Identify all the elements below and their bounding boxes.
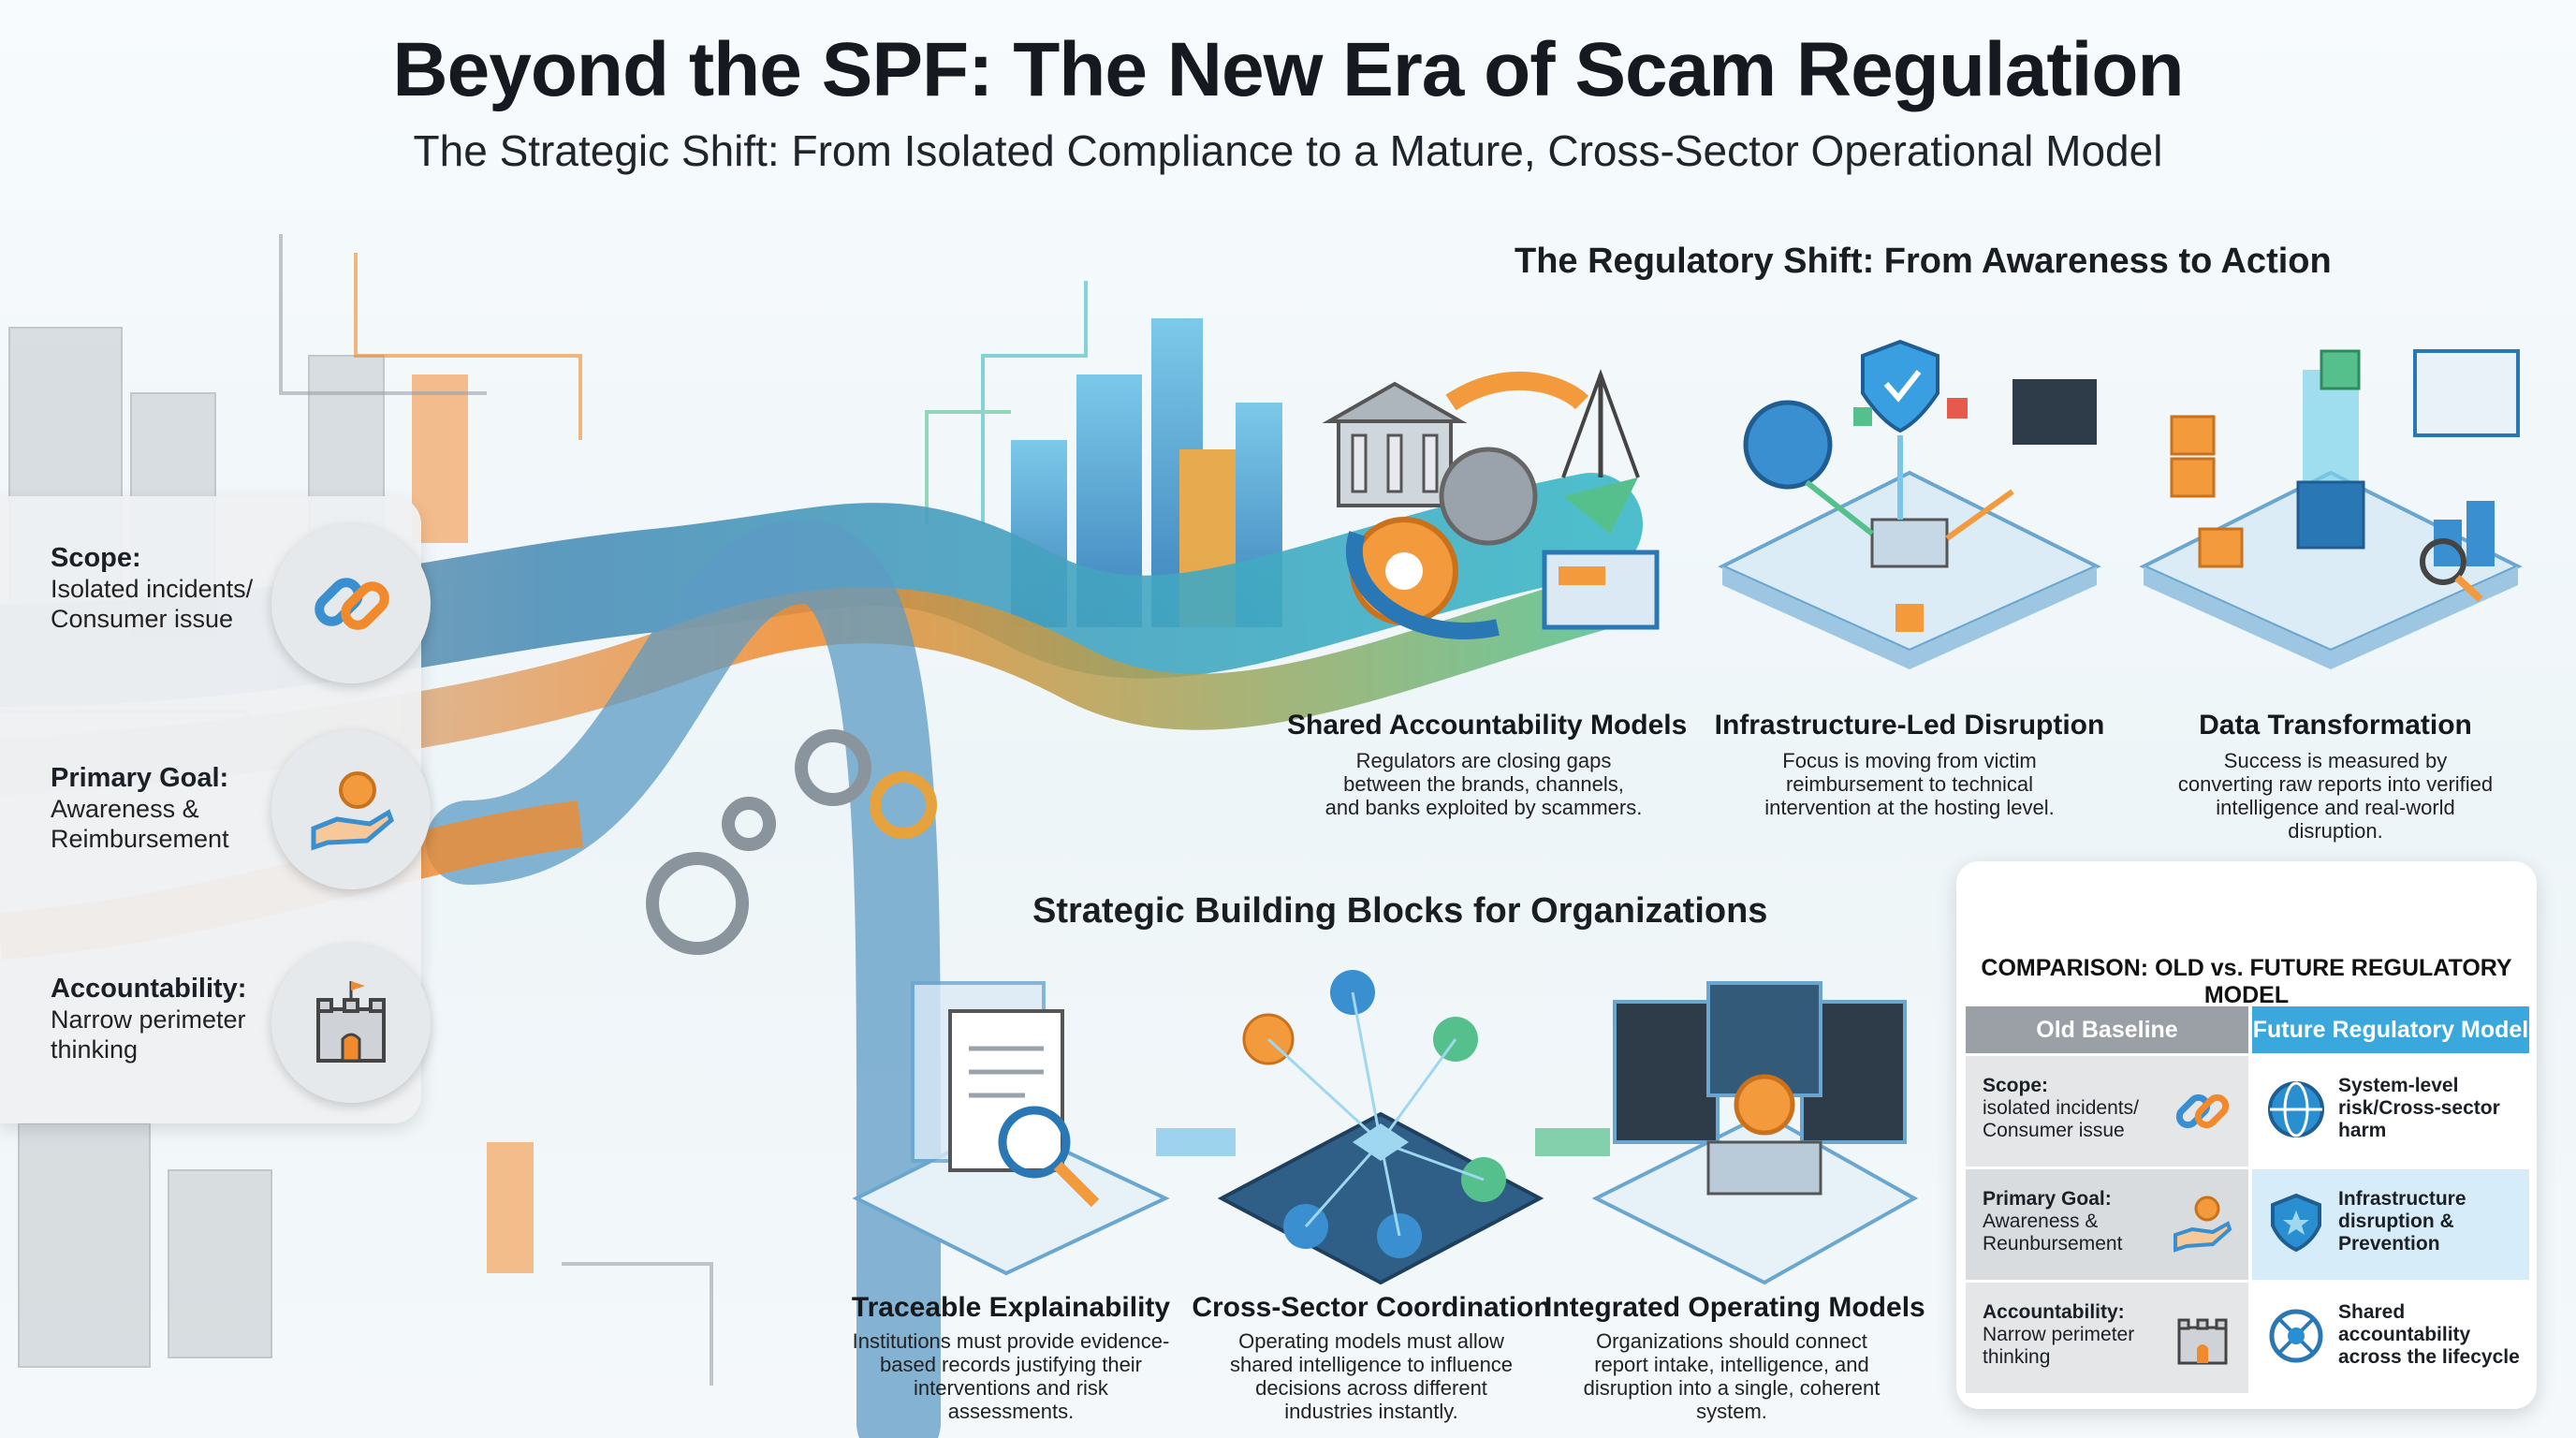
left-item-value: Isolated incidents/ Consumer issue <box>51 575 254 633</box>
new-cell-accountability: Shared accountability across the lifecyc… <box>2252 1283 2529 1393</box>
card-title: Shared Accountability Models <box>1287 710 1688 741</box>
card-title: Cross-Sector Coordination <box>1192 1292 1551 1323</box>
card-description: Organizations should connect report inta… <box>1583 1329 1881 1423</box>
left-item-label: Scope: <box>51 543 141 573</box>
old-cell-label: Primary Goal: <box>1983 1188 2112 1210</box>
chain-link-icon <box>271 524 431 683</box>
card-shared-accountability: Shared Accountability Models Regulators … <box>1287 710 1688 819</box>
card-integrated-operating-models: Integrated Operating Models Organization… <box>1544 1292 1925 1423</box>
shield-icon <box>2271 1193 2321 1253</box>
left-item-scope: Scope: Isolated incidents/ Consumer issu… <box>51 543 275 634</box>
old-cell-value: Narrow perimeter thinking <box>1983 1324 2135 1368</box>
card-description: Operating models must allow shared intel… <box>1229 1329 1514 1423</box>
card-description: Institutions must provide evidence-based… <box>852 1329 1170 1423</box>
building-blocks-heading: Strategic Building Blocks for Organizati… <box>1032 891 1768 931</box>
comparison-table: COMPARISON: OLD vs. FUTURE REGULATORY MO… <box>1956 861 2537 1409</box>
globe-icon <box>2268 1081 2324 1137</box>
shared-network-icon <box>2269 1309 2323 1363</box>
left-item-label: Primary Goal: <box>51 763 229 793</box>
card-title: Integrated Operating Models <box>1544 1292 1925 1323</box>
left-item-goal: Primary Goal: Awareness & Reimbursement <box>51 763 275 854</box>
old-cell-label: Accountability: <box>1983 1301 2125 1323</box>
old-cell-scope: Scope: isolated incidents/ Consumer issu… <box>1966 1056 2248 1167</box>
card-title: Traceable Explainability <box>851 1292 1171 1323</box>
new-cell-value: Shared accountability across the lifecyc… <box>2338 1301 2520 1368</box>
card-infrastructure-disruption: Infrastructure-Led Disruption Focus is m… <box>1713 710 2106 819</box>
old-cell-goal: Primary Goal: Awareness & Reunbursement <box>1966 1169 2248 1280</box>
old-model-panel: Scope: Isolated incidents/ Consumer issu… <box>0 496 431 1123</box>
old-cell-accountability: Accountability: Narrow perimeter thinkin… <box>1966 1283 2248 1393</box>
card-cross-sector-coordination: Cross-Sector Coordination Operating mode… <box>1184 1292 1559 1423</box>
castle-icon <box>2177 1318 2228 1365</box>
old-baseline-header: Old Baseline <box>1966 1006 2248 1053</box>
infrastructure-disruption-illustration <box>1718 339 2101 669</box>
card-description: Success is measured by converting raw re… <box>2177 749 2494 843</box>
card-description: Focus is moving from victim reimbursemen… <box>1764 749 2055 819</box>
card-traceable-explainability: Traceable Explainability Institutions mu… <box>824 1292 1198 1423</box>
card-title: Infrastructure-Led Disruption <box>1714 710 2105 741</box>
new-cell-goal: Infrastructure disruption & Prevention <box>2252 1169 2529 1280</box>
old-cell-value: isolated incidents/ Consumer issue <box>1983 1097 2139 1141</box>
comparison-title: COMPARISON: OLD vs. FUTURE REGULATORY MO… <box>1981 955 2512 1008</box>
castle-icon <box>271 944 431 1103</box>
new-cell-value: System-level risk/Cross-sector harm <box>2338 1075 2500 1141</box>
old-cell-value: Awareness & Reunbursement <box>1983 1211 2123 1255</box>
hand-coin-icon <box>2174 1196 2232 1253</box>
chain-link-icon <box>2175 1093 2230 1129</box>
regulatory-shift-heading: The Regulatory Shift: From Awareness to … <box>1515 242 2332 281</box>
card-description: Regulators are closing gaps between the … <box>1325 749 1643 819</box>
old-cell-label: Scope: <box>1983 1075 2049 1096</box>
page-subtitle: The Strategic Shift: From Isolated Compl… <box>413 126 2163 175</box>
left-item-value: Awareness & Reimbursement <box>51 795 229 853</box>
future-model-header: Future Regulatory Model <box>2252 1006 2529 1053</box>
left-item-value: Narrow perimeter thinking <box>51 1005 246 1064</box>
shared-accountability-illustration <box>1322 369 1660 639</box>
card-title: Data Transformation <box>2199 710 2472 741</box>
page-title: Beyond the SPF: The New Era of Scam Regu… <box>392 27 2184 112</box>
new-cell-scope: System-level risk/Cross-sector harm <box>2252 1056 2529 1167</box>
card-data-transformation: Data Transformation Success is measured … <box>2139 710 2532 843</box>
left-item-label: Accountability: <box>51 974 247 1004</box>
data-transformation-illustration <box>2139 349 2523 669</box>
hand-coin-icon <box>271 730 431 889</box>
left-item-accountability: Accountability: Narrow perimeter thinkin… <box>51 974 275 1064</box>
building-blocks-illustration <box>852 970 1919 1285</box>
new-cell-value: Infrastructure disruption & Prevention <box>2338 1188 2466 1255</box>
